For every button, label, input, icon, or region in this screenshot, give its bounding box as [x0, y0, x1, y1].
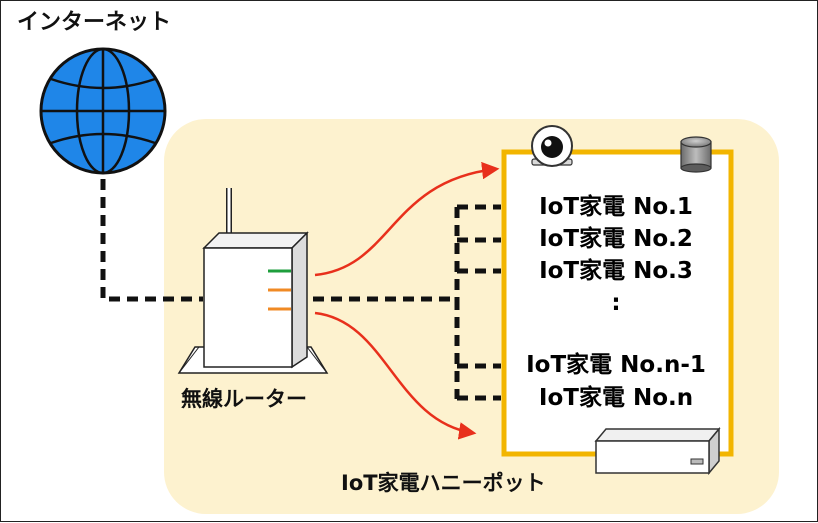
device-ellipsis: :	[611, 290, 621, 316]
wireless-arrow-lower	[314, 311, 477, 440]
device-label-non1: IoT家電 No.n-1	[526, 352, 706, 378]
camera-icon	[531, 125, 573, 167]
router-icon	[177, 188, 329, 374]
sensor-icon	[680, 136, 712, 173]
internet-label: インターネット	[17, 10, 172, 35]
device-label-no1: IoT家電 No.1	[539, 194, 693, 220]
device-box	[501, 149, 734, 457]
router-label: 無線ルーター	[181, 387, 307, 411]
internet-link-line	[100, 179, 203, 302]
wireless-arrow-upper	[314, 161, 500, 277]
device-label-no3: IoT家電 No.3	[539, 258, 693, 284]
honeypot-label: IoT家電ハニーポット	[341, 471, 546, 495]
appliance-icon	[594, 426, 721, 476]
device-label-no2: IoT家電 No.2	[539, 226, 693, 252]
globe-icon	[39, 47, 167, 175]
device-label-non: IoT家電 No.n	[538, 385, 694, 411]
